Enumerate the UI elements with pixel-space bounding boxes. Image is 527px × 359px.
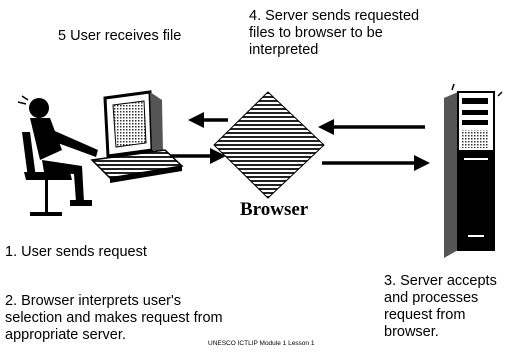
footer-credit: UNESCO ICTLIP Module 1 Lesson 1	[208, 340, 315, 347]
arrow-browser-to-server	[322, 155, 430, 171]
arrow-user-to-browser	[170, 148, 226, 164]
browser-label: Browser	[240, 199, 309, 220]
label-step-1: 1. User sends request	[5, 244, 147, 260]
label-step-3-line-1: 3. Server accepts	[384, 273, 497, 289]
label-step-4-line-3: interpreted	[249, 42, 319, 58]
label-step-3-line-2: and processes	[384, 290, 479, 306]
label-step-4-line-2: files to browser to be	[249, 25, 383, 41]
label-step-3-line-3: request from	[384, 307, 466, 323]
label-step-3-line-4: browser.	[384, 324, 439, 340]
user-computer-illustration	[17, 90, 184, 216]
server-tower-illustration	[444, 83, 503, 258]
label-step-2-line-1: 2. Browser interprets user's	[5, 293, 182, 309]
label-step-4-line-1: 4. Server sends requested	[249, 8, 420, 24]
label-step-5: 5 User receives file	[58, 28, 182, 44]
label-step-2-line-2: selection and makes request from	[5, 310, 223, 326]
browser-diamond-graphic	[213, 91, 325, 199]
arrow-server-to-browser	[318, 119, 425, 135]
arrow-browser-to-user	[188, 112, 228, 128]
label-step-2-line-3: appropriate server.	[5, 327, 126, 343]
